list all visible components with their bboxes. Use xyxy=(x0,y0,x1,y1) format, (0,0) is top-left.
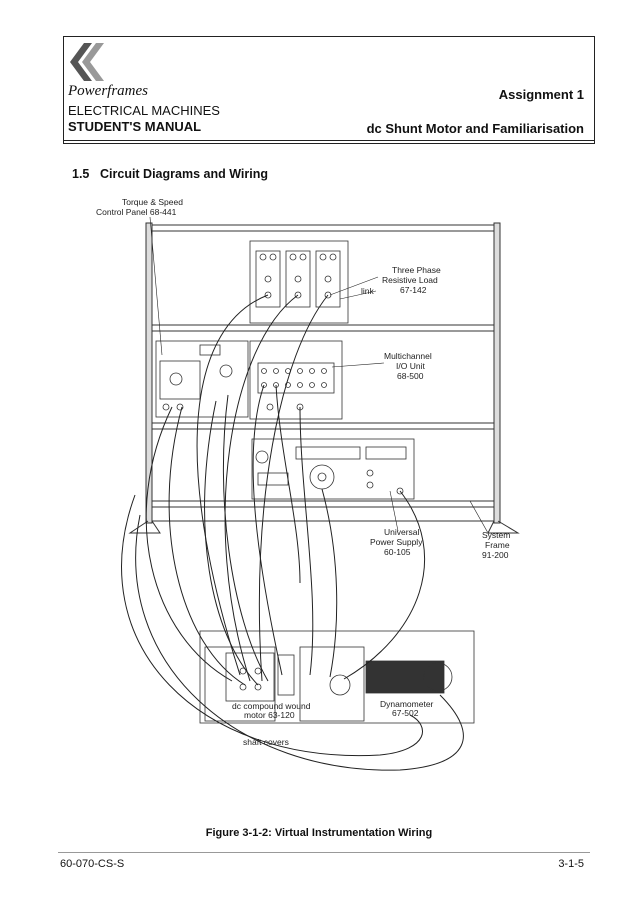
frame-label-2: Frame xyxy=(485,540,510,550)
psu-label-3: 60-105 xyxy=(384,547,411,557)
frame-label-3: 91-200 xyxy=(482,550,509,560)
assignment-title: Assignment 1 xyxy=(498,87,584,102)
psu-label-1: Universal xyxy=(384,527,420,537)
page-number: 3-1-5 xyxy=(558,858,584,870)
dyn-label-1: Dynamometer xyxy=(380,699,434,709)
load-label-2: Resistive Load xyxy=(382,275,438,285)
footer-divider xyxy=(58,852,590,853)
motor-label-1: dc compound wound xyxy=(232,701,311,711)
dyn-label-2: 67-502 xyxy=(392,708,419,718)
assignment-subtitle: dc Shunt Motor and Familiarisation xyxy=(366,121,584,136)
resistive-load-panel xyxy=(249,240,349,324)
header-divider xyxy=(64,140,594,141)
brand-name: Powerframes xyxy=(68,83,148,99)
io-unit-panel xyxy=(249,340,343,420)
section-heading: 1.5 Circuit Diagrams and Wiring xyxy=(72,167,268,181)
io-label-1: Multichannel xyxy=(384,351,432,361)
io-label-3: 68-500 xyxy=(397,371,424,381)
header-line-2: STUDENT'S MANUAL xyxy=(68,119,202,134)
shaft-covers-label: shaft covers xyxy=(243,737,289,747)
torque-panel-label-2: Control Panel 68-441 xyxy=(96,207,177,217)
load-label-1: Three Phase xyxy=(392,265,441,275)
torque-speed-panel xyxy=(155,340,249,418)
feedback-logo xyxy=(70,43,104,81)
wiring-figure: Torque & Speed Control Panel 68-441 Thre… xyxy=(96,197,520,771)
wiring-cables xyxy=(121,294,464,771)
figure-caption: Figure 3-1-2: Virtual Instrumentation Wi… xyxy=(205,827,433,839)
section-title: Circuit Diagrams and Wiring xyxy=(100,167,268,181)
power-supply-panel xyxy=(251,438,415,500)
motor-label-2: motor 63-120 xyxy=(244,710,295,720)
leader-lines xyxy=(149,216,489,534)
psu-label-2: Power Supply xyxy=(370,537,423,547)
document-code: 60-070-CS-S xyxy=(60,858,125,870)
load-label-3: 67-142 xyxy=(400,285,427,295)
link-label: link xyxy=(361,286,375,296)
torque-panel-label-1: Torque & Speed xyxy=(122,197,183,207)
system-frame xyxy=(128,222,520,534)
page-header: Powerframes ELECTRICAL MACHINES STUDENT'… xyxy=(63,36,595,144)
io-label-2: I/O Unit xyxy=(396,361,425,371)
frame-label-1: System xyxy=(482,530,510,540)
header-line-1: ELECTRICAL MACHINES xyxy=(68,103,220,118)
motor-bench xyxy=(199,630,475,724)
section-number: 1.5 xyxy=(72,167,90,181)
